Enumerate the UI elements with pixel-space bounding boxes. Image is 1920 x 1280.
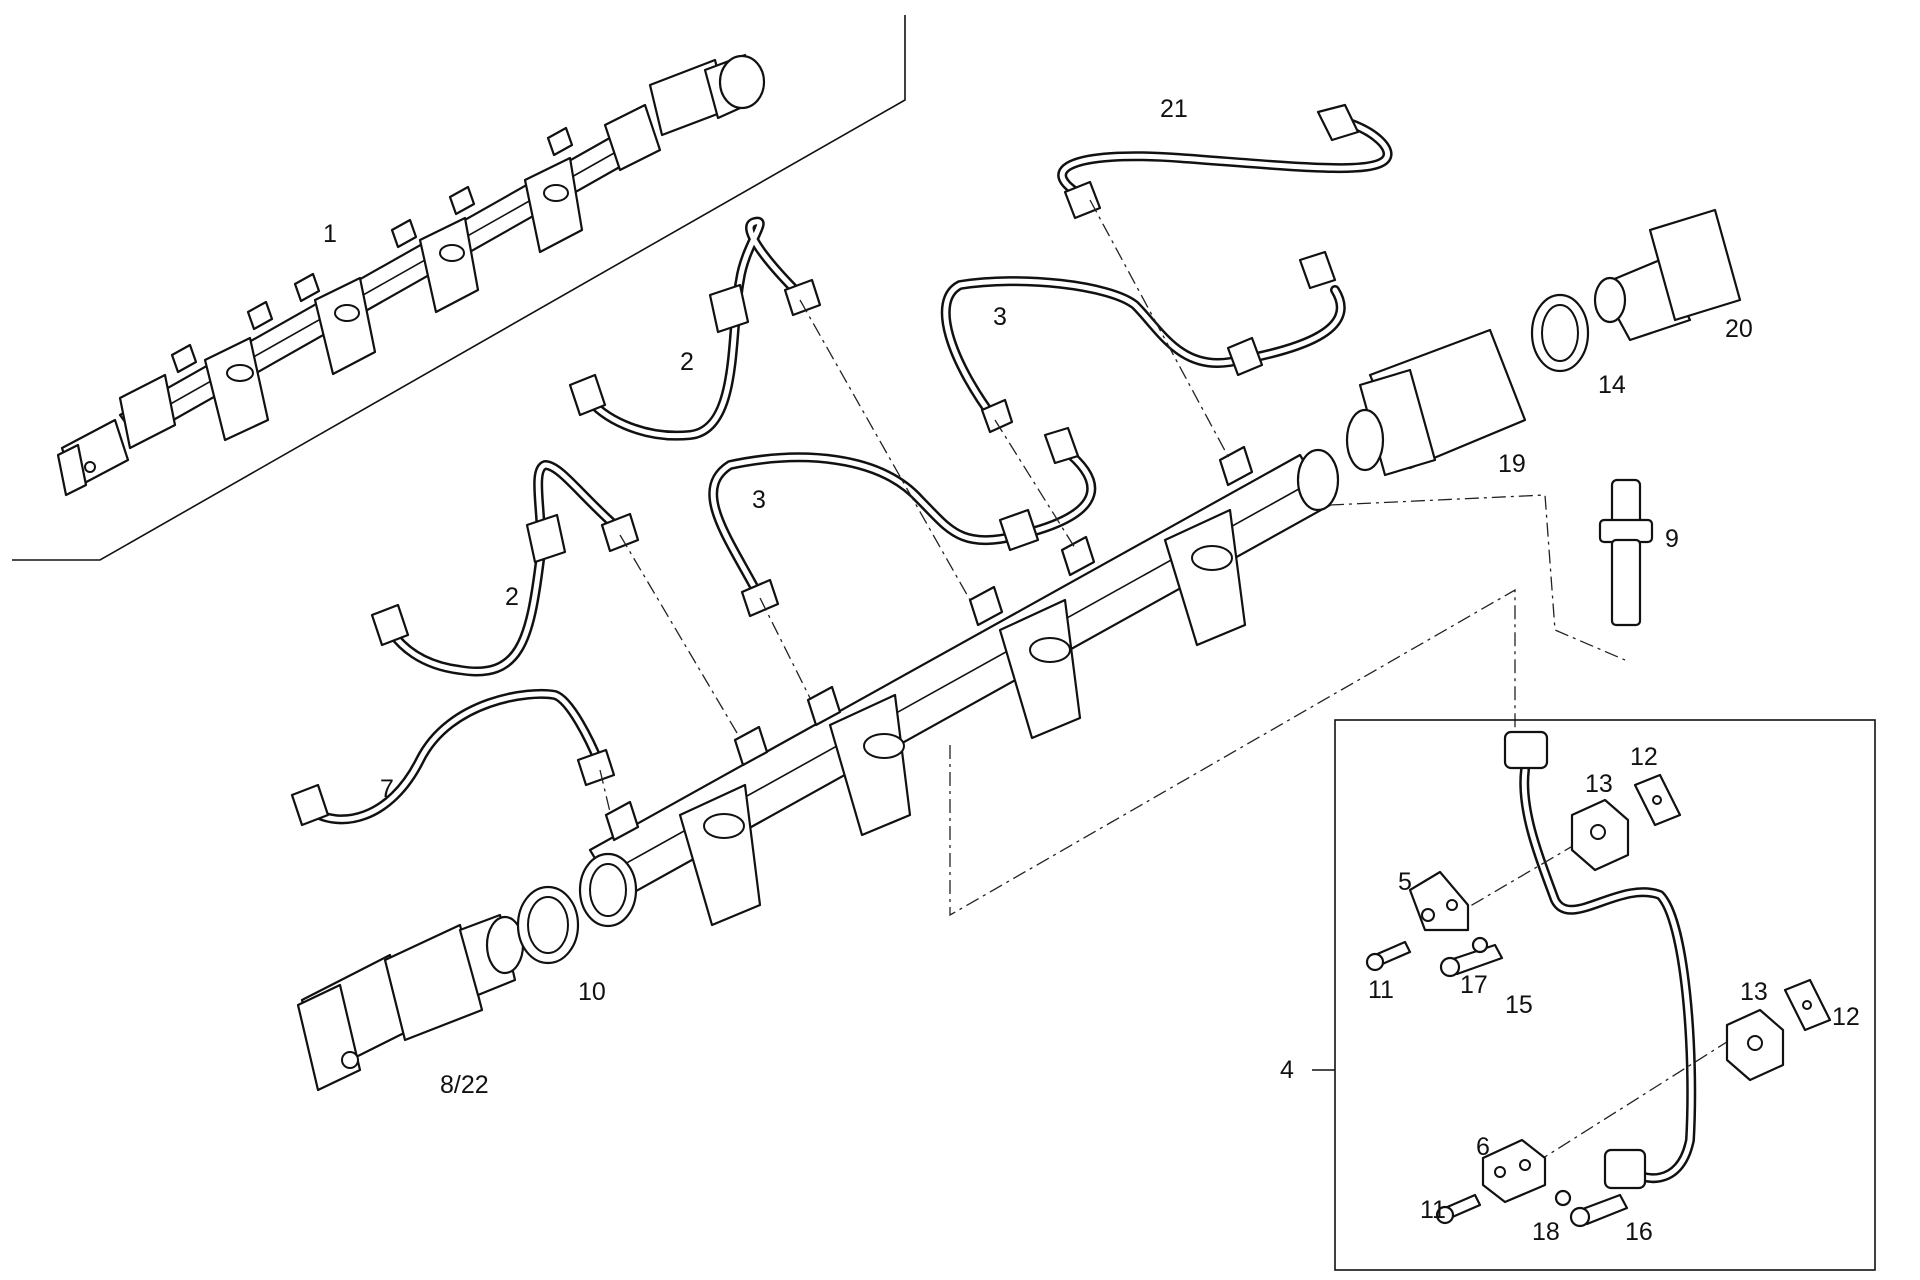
label-3-lower: 3	[752, 486, 766, 514]
part-20-plug	[1593, 208, 1742, 342]
part-10-seal-ring	[516, 885, 580, 965]
inset-frame-part-1	[12, 15, 906, 561]
pipe-2-upper	[568, 216, 822, 441]
part-13-clamp-blocks	[1570, 798, 1785, 1082]
label-8-22: 8/22	[440, 1071, 489, 1099]
label-1: 1	[323, 220, 337, 248]
pipe-7	[290, 688, 616, 827]
label-11-lower: 11	[1420, 1196, 1446, 1224]
label-16: 16	[1625, 1218, 1653, 1246]
label-3-upper: 3	[993, 303, 1007, 331]
part-4-pipe	[1503, 730, 1697, 1190]
label-10: 10	[578, 978, 606, 1006]
assembly-centerlines	[599, 199, 1626, 917]
main-fuel-rail	[578, 445, 1340, 928]
label-4: 4	[1280, 1056, 1294, 1084]
label-2-upper: 2	[680, 348, 694, 376]
label-7: 7	[380, 775, 394, 803]
label-9: 9	[1665, 525, 1679, 553]
label-15: 15	[1505, 991, 1533, 1019]
label-17: 17	[1460, 971, 1488, 999]
pipe-21	[1057, 103, 1393, 220]
part-14-seal-ring	[1530, 293, 1590, 373]
part-1-fuel-rail-assembly	[56, 53, 766, 497]
label-11-upper: 11	[1368, 976, 1394, 1004]
part-6-bracket	[1481, 1138, 1547, 1204]
label-12-upper: 12	[1630, 743, 1658, 771]
pipe-3-upper	[940, 250, 1346, 434]
part-8-22-pressure-relief-valve	[296, 913, 525, 1092]
label-18: 18	[1532, 1218, 1560, 1246]
pipe-3-lower	[708, 426, 1097, 618]
label-14: 14	[1598, 371, 1626, 399]
part-19-pressure-sensor	[1345, 328, 1527, 477]
label-12-lower: 12	[1832, 1003, 1860, 1031]
label-2-lower: 2	[505, 583, 519, 611]
label-6: 6	[1476, 1133, 1490, 1161]
bolts-11-15-16-washers-17-18	[1365, 936, 1629, 1228]
pipe-2-lower	[370, 460, 640, 677]
part-12-plates	[1633, 773, 1832, 1032]
label-5: 5	[1398, 868, 1412, 896]
label-13-upper: 13	[1585, 770, 1613, 798]
label-20: 20	[1725, 315, 1753, 343]
part-4-inset-box	[1312, 719, 1876, 1271]
label-13-lower: 13	[1740, 978, 1768, 1006]
part-labels: 1 2 2 3 3 4 5 6 7 8/22 9 10 11 11 12 12 …	[323, 95, 1860, 1246]
part-9-fitting	[1598, 478, 1654, 627]
label-19: 19	[1498, 450, 1526, 478]
part-5-bracket	[1408, 870, 1470, 932]
label-21: 21	[1160, 95, 1188, 123]
